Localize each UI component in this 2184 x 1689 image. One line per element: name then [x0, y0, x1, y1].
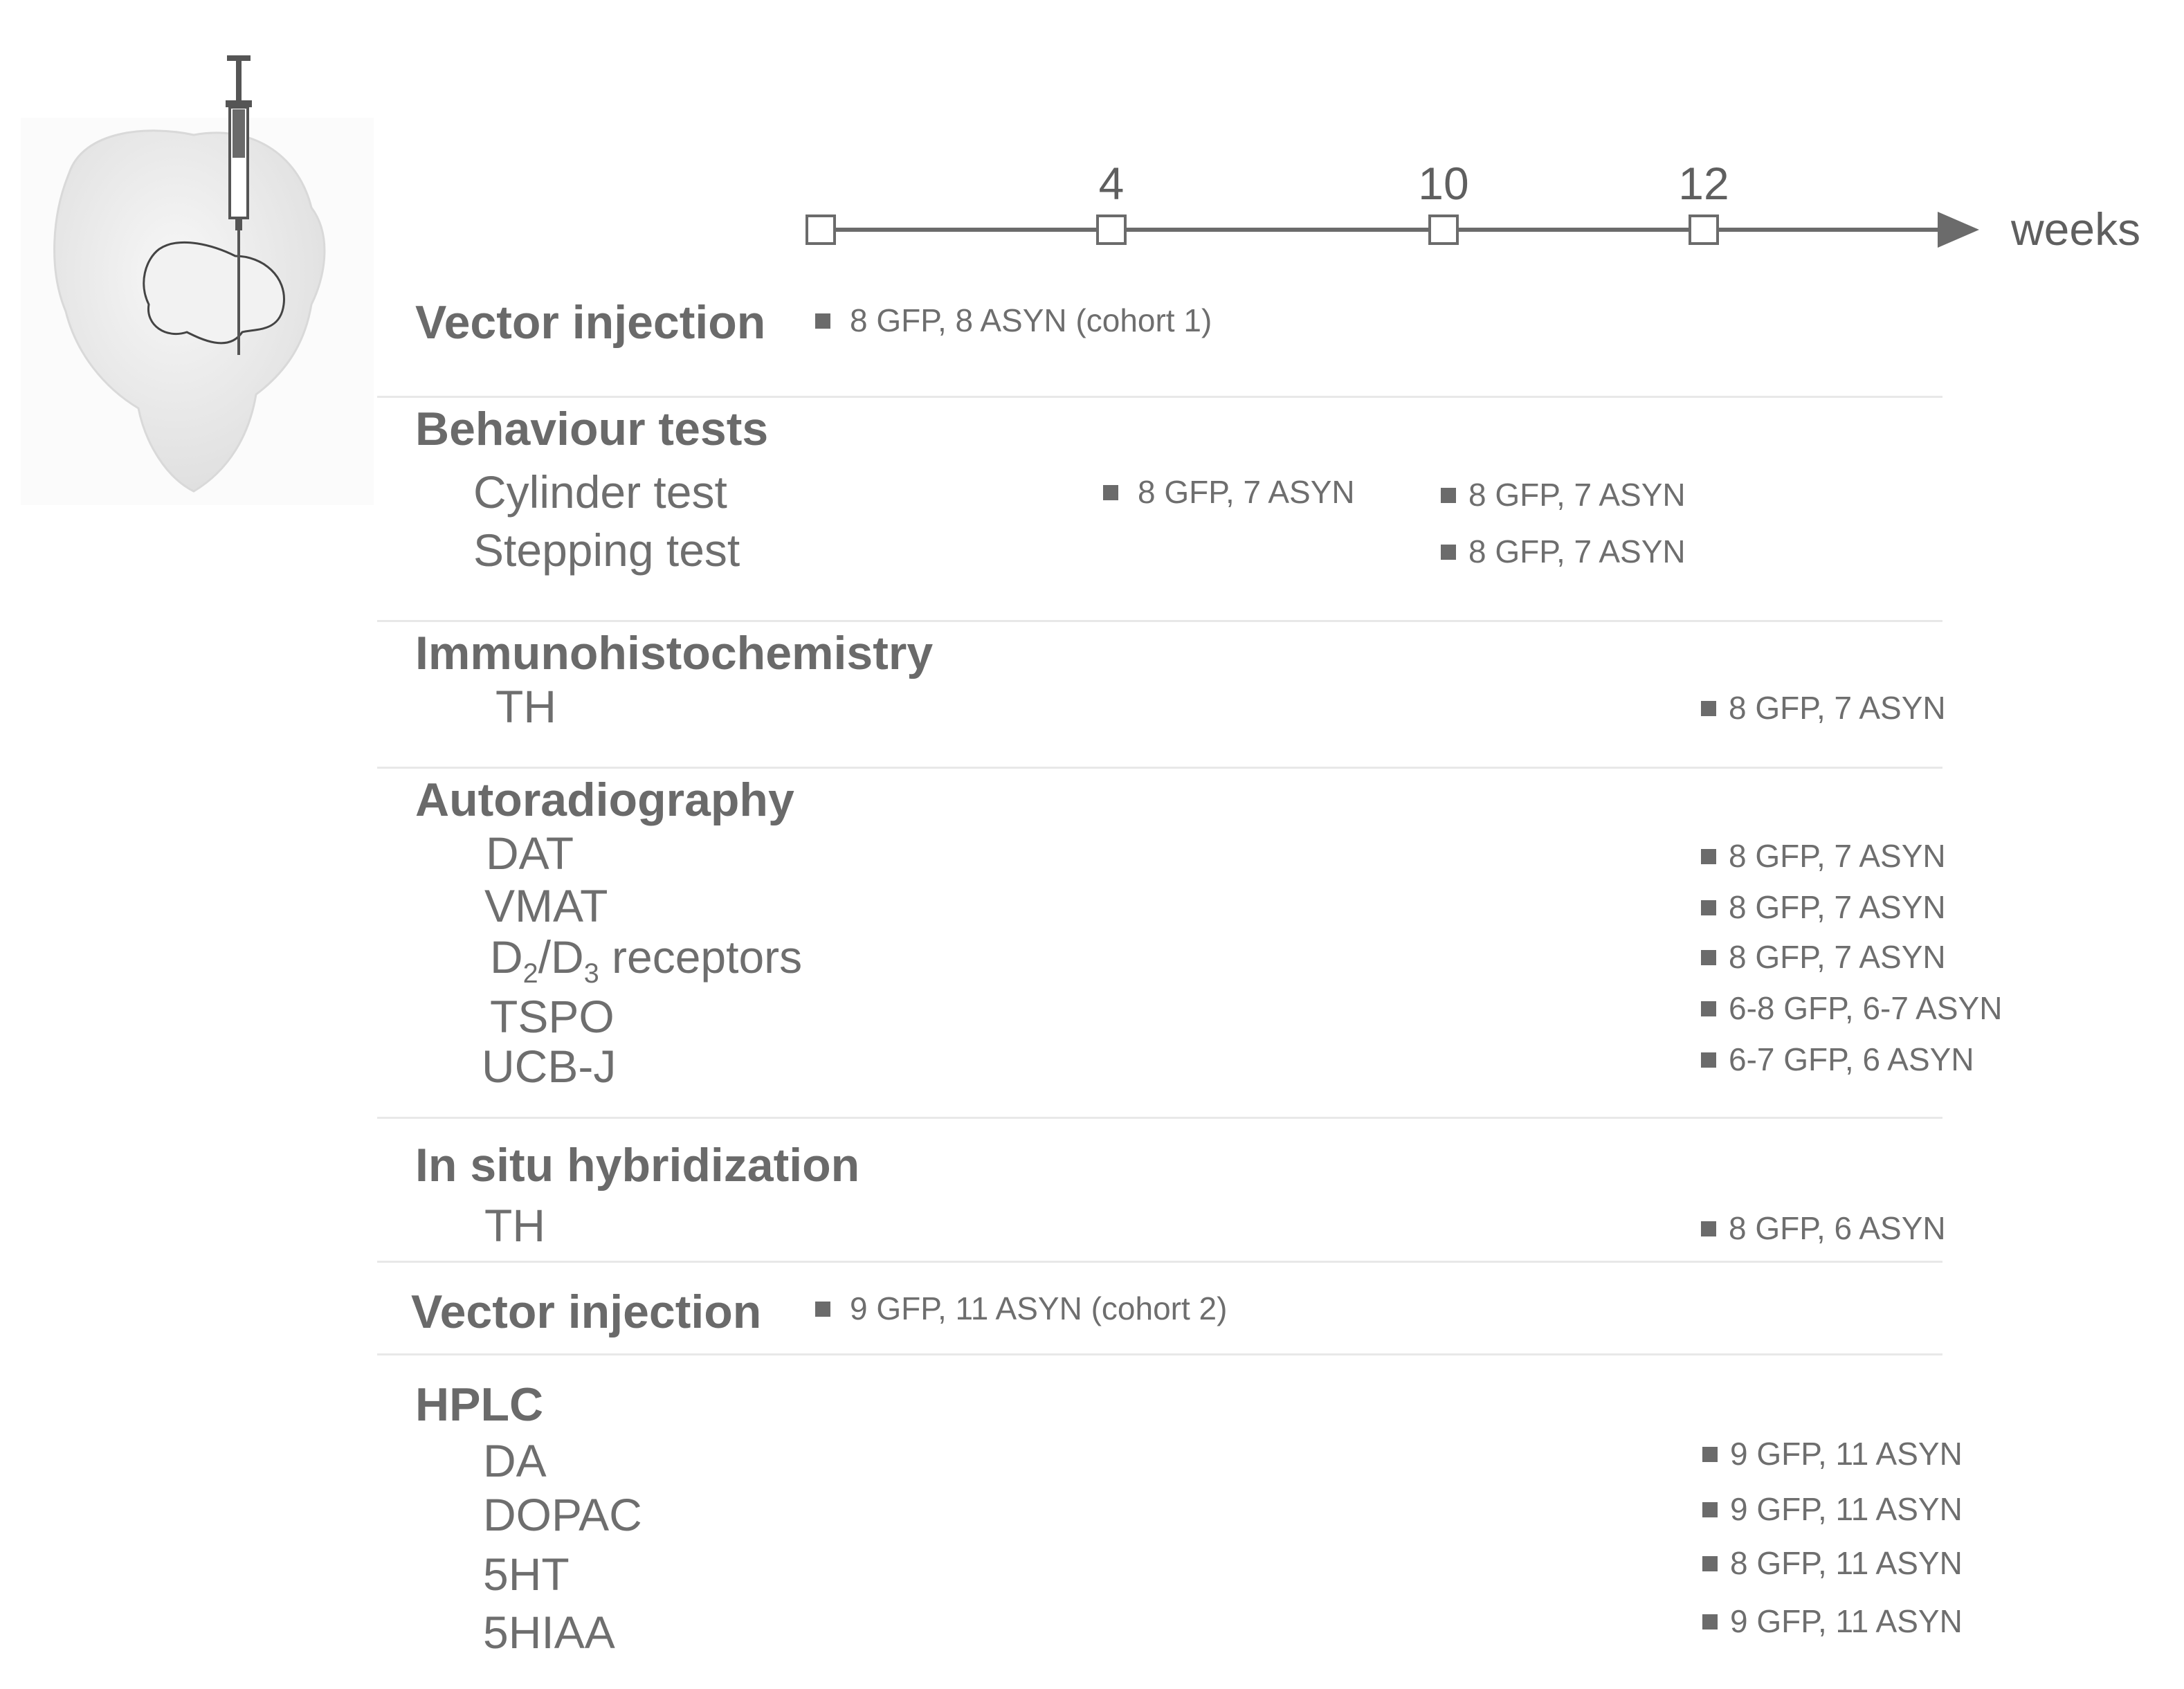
group-label: 9 GFP, 11 ASYN (cohort 2)	[815, 1293, 1227, 1324]
group-label: 8 GFP, 6 ASYN	[1701, 1212, 1946, 1244]
row-label-dopac: DOPAC	[483, 1489, 642, 1540]
square-marker-icon	[815, 313, 830, 329]
row-label-vmat: VMAT	[484, 880, 608, 931]
group-label: 8 GFP, 7 ASYN	[1701, 840, 1946, 872]
square-marker-icon	[1701, 1052, 1716, 1068]
square-marker-icon	[1702, 1614, 1718, 1629]
section-title-in-situ-hybridization: In situ hybridization	[415, 1139, 860, 1192]
row-label-th-ish: TH	[484, 1200, 545, 1251]
row-label-th: TH	[495, 681, 556, 732]
section-title-immunohistochemistry: Immunohistochemistry	[415, 627, 934, 679]
row-label-tspo: TSPO	[490, 991, 615, 1042]
row-label-dat: DAT	[486, 828, 574, 879]
row-label-ucb-j: UCB-J	[482, 1041, 617, 1092]
square-marker-icon	[1701, 900, 1716, 915]
timeline-arrowhead	[1938, 212, 1979, 248]
group-label: 8 GFP, 7 ASYN	[1441, 536, 1686, 567]
section-title-autoradiography: Autoradiography	[415, 774, 794, 826]
group-label: 8 GFP, 11 ASYN	[1702, 1547, 1963, 1579]
divider	[377, 1117, 1942, 1119]
square-marker-icon	[1702, 1556, 1718, 1571]
section-title-vector-injection-1: Vector injection	[415, 296, 766, 349]
row-label-d2-d3-receptors: D2/D3 receptors	[490, 931, 803, 989]
row-label-cylinder-test: Cylinder test	[473, 466, 727, 518]
square-marker-icon	[1702, 1502, 1718, 1517]
syringe-icon	[226, 55, 252, 355]
row-label-da: DA	[483, 1435, 547, 1486]
square-marker-icon	[1702, 1447, 1718, 1462]
group-label: 8 GFP, 7 ASYN	[1701, 941, 1946, 973]
timeline-axis	[806, 212, 1979, 248]
divider	[377, 1261, 1942, 1263]
brain-illustration-icon	[21, 55, 374, 505]
section-title-behaviour-tests: Behaviour tests	[415, 403, 769, 455]
timeline-tick-box	[806, 214, 836, 245]
group-label: 8 GFP, 7 ASYN	[1701, 891, 1946, 923]
square-marker-icon	[1441, 488, 1456, 503]
divider	[377, 396, 1942, 398]
timeline-tick-label: 10	[1418, 158, 1469, 209]
square-marker-icon	[1103, 485, 1118, 500]
square-marker-icon	[1701, 1221, 1716, 1236]
group-label: 8 GFP, 8 ASYN (cohort 1)	[815, 304, 1212, 336]
group-label: 9 GFP, 11 ASYN	[1702, 1493, 1963, 1525]
timeline-tick-box	[1689, 214, 1719, 245]
row-label-stepping-test: Stepping test	[473, 524, 740, 576]
row-label-5ht: 5HT	[483, 1549, 570, 1600]
group-label: 6-7 GFP, 6 ASYN	[1701, 1043, 1974, 1075]
timeline-tick-box	[1096, 214, 1127, 245]
group-label: 8 GFP, 7 ASYN	[1441, 479, 1686, 511]
timeline-tick-box	[1428, 214, 1459, 245]
square-marker-icon	[1701, 701, 1716, 716]
square-marker-icon	[1701, 1001, 1716, 1016]
group-label: 9 GFP, 11 ASYN	[1702, 1605, 1963, 1637]
group-label: 8 GFP, 7 ASYN	[1701, 692, 1946, 724]
group-label: 9 GFP, 11 ASYN	[1702, 1438, 1963, 1470]
group-label: 8 GFP, 7 ASYN	[1103, 476, 1355, 508]
timeline-unit-label: weeks	[2011, 203, 2141, 255]
row-label-5hiaa: 5HIAA	[483, 1607, 615, 1658]
group-label: 6-8 GFP, 6-7 ASYN	[1701, 992, 2002, 1024]
divider	[377, 1353, 1942, 1355]
square-marker-icon	[1441, 545, 1456, 560]
divider	[377, 620, 1942, 622]
square-marker-icon	[1701, 950, 1716, 965]
timeline-tick-label: 4	[1098, 158, 1125, 209]
section-title-hplc: HPLC	[415, 1378, 544, 1431]
square-marker-icon	[1701, 849, 1716, 864]
section-title-vector-injection-2: Vector injection	[411, 1286, 762, 1338]
square-marker-icon	[815, 1302, 830, 1317]
timeline-tick-label: 12	[1678, 158, 1729, 209]
divider	[377, 767, 1942, 769]
